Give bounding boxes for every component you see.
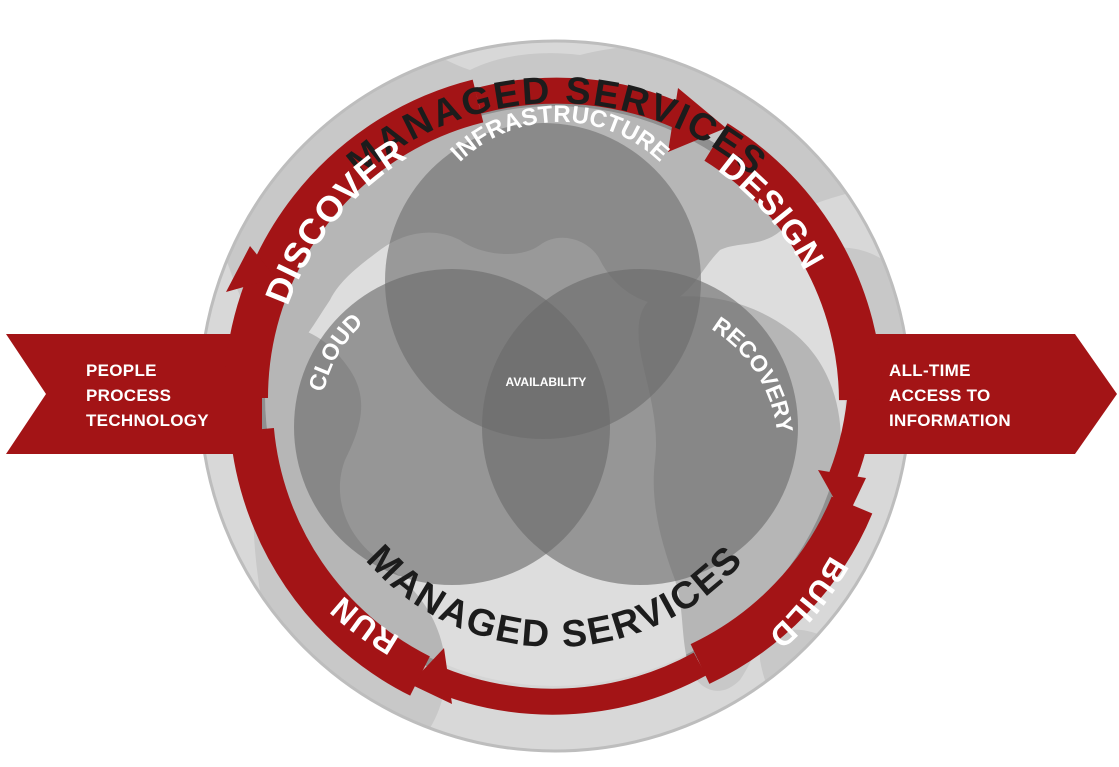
output-line: INFORMATION (889, 411, 1011, 430)
ring-arrowhead-bottom (410, 648, 452, 704)
output-arrow (852, 334, 1117, 454)
output-line: ALL-TIME (889, 361, 971, 380)
input-arrow-text: PEOPLE PROCESS TECHNOLOGY (86, 358, 209, 433)
ring-segment-run (230, 427, 431, 696)
ring-arrowhead-top (668, 88, 726, 152)
ring-segment-build (690, 496, 873, 684)
input-line: TECHNOLOGY (86, 411, 209, 430)
output-arrow-text: ALL-TIME ACCESS TO INFORMATION (889, 358, 1011, 433)
ring-arrowhead-right (818, 470, 866, 520)
ring-segment-design (704, 123, 883, 401)
output-line: ACCESS TO (889, 386, 991, 405)
ring-arrowhead-left (226, 246, 276, 292)
cycle-ring (224, 77, 883, 715)
venn-circle-recovery (482, 269, 798, 585)
input-arrow (6, 334, 262, 454)
venn-diagram (294, 123, 798, 585)
input-line: PROCESS (86, 386, 172, 405)
input-line: PEOPLE (86, 361, 157, 380)
venn-label-availability: AVAILABILITY (506, 375, 587, 389)
ring-segment-top (474, 77, 696, 133)
ring-segment-bottom (424, 652, 707, 715)
ring-segment-discover (224, 79, 484, 399)
